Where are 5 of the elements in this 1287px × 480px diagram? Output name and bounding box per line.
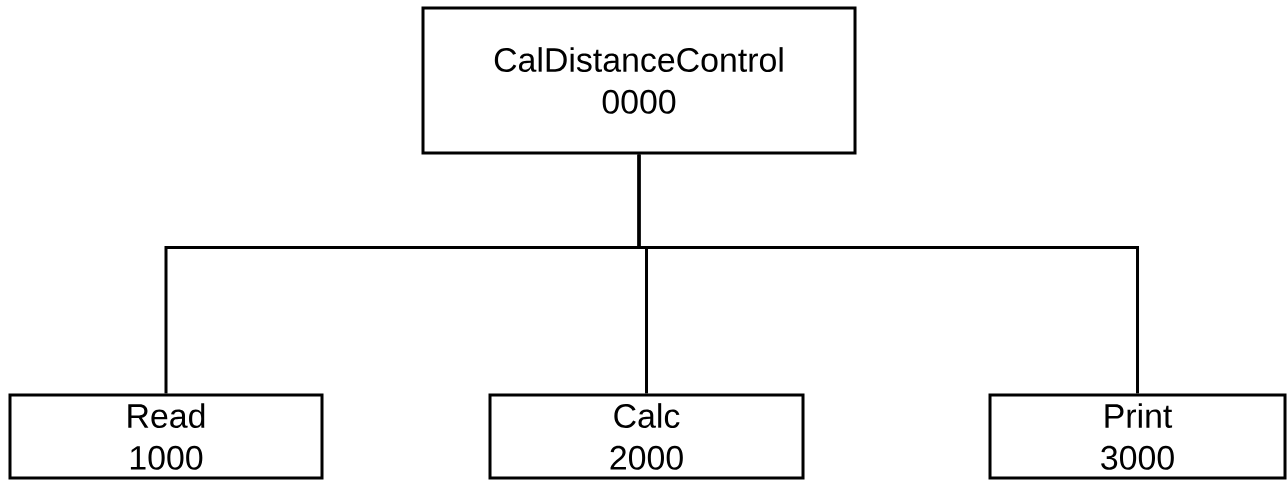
- connector: [637, 154, 1139, 394]
- process-box: Print 3000: [988, 393, 1287, 480]
- process-box: Calc 2000: [488, 393, 805, 480]
- process-box: CalDistanceControl 0000: [421, 6, 857, 155]
- process-box: Read 1000: [8, 393, 324, 480]
